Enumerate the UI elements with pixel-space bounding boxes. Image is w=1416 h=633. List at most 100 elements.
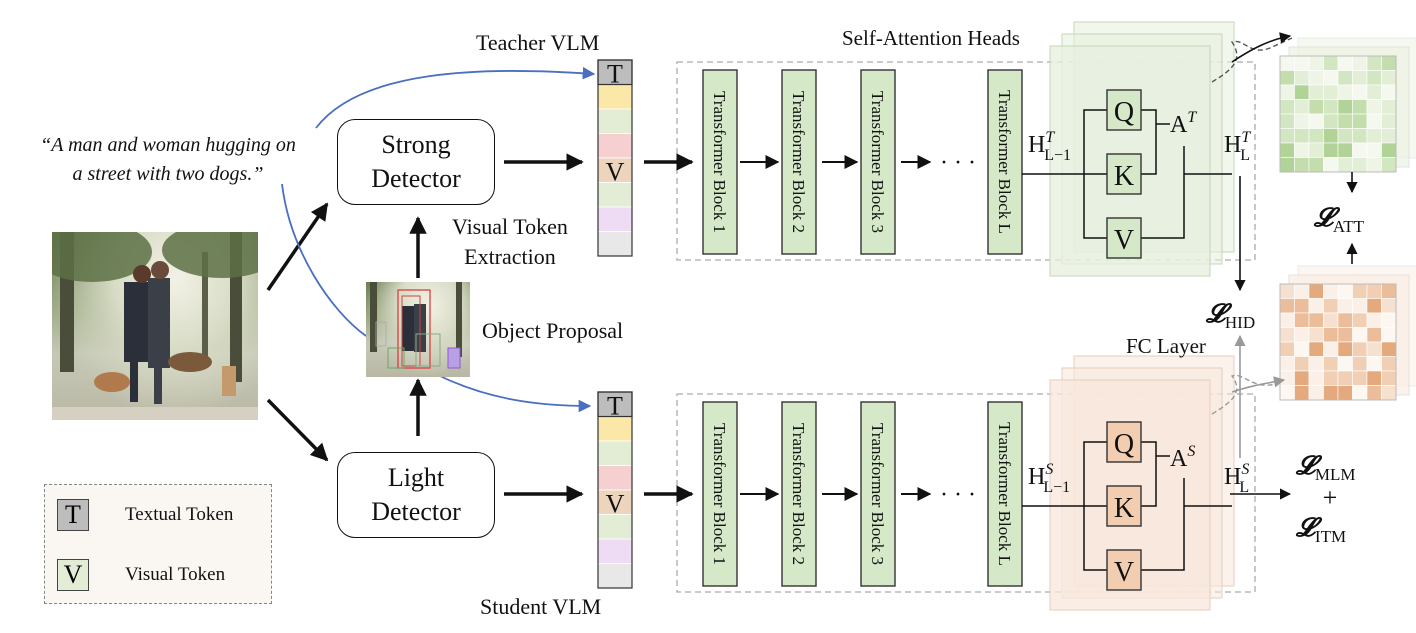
object-proposal-label: Object Proposal — [482, 318, 624, 343]
student-a: AS — [1170, 443, 1195, 472]
loss-att: 𝓛ATT — [1313, 203, 1365, 236]
student-token-cell-1 — [597, 416, 633, 442]
student-attention-heatmap — [1279, 265, 1416, 401]
teacher-ellipsis: · · · — [940, 150, 976, 176]
teacher-v-box — [1106, 217, 1142, 259]
student-visual-token-letter: V — [606, 490, 625, 519]
arrow-image-to-strong — [266, 202, 329, 291]
teacher-q-box — [1106, 89, 1142, 131]
teacher-text-token-letter: T — [607, 60, 623, 89]
vte-line-2: Extraction — [464, 244, 556, 269]
image-caption: “A man and woman hugging on a street wit… — [20, 131, 316, 189]
fc-layer-label: FC Layer — [1126, 334, 1206, 358]
student-v-box — [1106, 549, 1142, 591]
caption-to-teacher-text-arrow — [315, 66, 596, 129]
teacher-k-box — [1106, 153, 1142, 195]
student-text-token-letter: T — [607, 392, 623, 421]
teacher-visual-token-letter: V — [606, 158, 625, 187]
student-transformer-blocks: Transformer Block 1 Transformer Block 2 Tr… — [702, 401, 1023, 587]
student-heatmap-grid — [1279, 283, 1397, 401]
teacher-heatmap-grid — [1279, 55, 1397, 173]
teacher-k-letter: K — [1114, 161, 1134, 192]
teacher-block-2 — [781, 69, 817, 255]
teacher-attention-heatmap — [1279, 37, 1416, 173]
teacher-token-cell-7 — [597, 231, 633, 257]
student-q-box — [1106, 421, 1142, 463]
loss-mlm: 𝓛MLM — [1295, 451, 1356, 484]
flow-arrows — [266, 153, 1358, 503]
student-block-3 — [860, 401, 896, 587]
light-detector-line1: Light — [387, 463, 445, 492]
self-attention-heads-label: Self-Attention Heads — [842, 26, 1020, 50]
caption-line-2: a street with two dogs.” — [72, 163, 264, 185]
student-v-letter: V — [1114, 557, 1134, 588]
arrow-image-to-light — [266, 398, 329, 462]
teacher-token-cell-3 — [597, 133, 633, 159]
teacher-qkv: QKV — [1022, 89, 1232, 259]
teacher-block-label-3: Transformer Block 3 — [868, 91, 887, 233]
caption-line-1: “A man and woman hugging on — [40, 134, 296, 156]
strong-detector-line2: Detector — [371, 164, 461, 193]
legend: T Textual Token V Visual Token — [44, 484, 272, 604]
teacher-token-cell-1 — [597, 84, 633, 110]
input-image — [52, 232, 258, 420]
student-block-1 — [702, 401, 738, 587]
teacher-q-letter: Q — [1114, 97, 1134, 128]
teacher-token-cell-5 — [597, 182, 633, 208]
student-block-label-1: Transformer Block 1 — [710, 423, 729, 565]
teacher-block-label-4: Transformer Block L — [995, 90, 1014, 234]
student-token-cell-7 — [597, 563, 633, 589]
student-token-cell-6 — [597, 538, 633, 564]
student-ellipsis: · · · — [940, 482, 976, 508]
teacher-a: AT — [1170, 109, 1197, 138]
legend-textual-swatch: T — [57, 499, 89, 531]
legend-visual-label: Visual Token — [125, 564, 226, 585]
loss-plus: + — [1323, 483, 1338, 512]
student-q-letter: Q — [1114, 429, 1134, 460]
visual-token-extraction-label: Visual Token Extraction — [452, 212, 568, 272]
student-qkv: Q K V — [1022, 421, 1232, 591]
teacher-block-3 — [860, 69, 896, 255]
loss-hid: 𝓛HID — [1205, 299, 1255, 332]
student-token-column: TV — [597, 391, 633, 589]
teacher-head-to-heatmap-arrow — [1211, 37, 1293, 83]
student-attention-panels — [1049, 355, 1235, 611]
student-block-label-2: Transformer Block 2 — [789, 423, 808, 565]
teacher-block-1 — [702, 69, 738, 255]
input-image-illustration — [52, 232, 258, 420]
teacher-block-label-1: Transformer Block 1 — [710, 91, 729, 233]
student-token-cell-2 — [597, 440, 633, 466]
proposal-to-student-text-arrow — [439, 375, 592, 413]
student-block-label-3: Transformer Block 3 — [868, 423, 887, 565]
teacher-transformer-blocks: Transformer Block 1 Transformer Block 2 Tr… — [702, 69, 1023, 255]
light-detector-line2: Detector — [371, 497, 461, 526]
teacher-token-column: TV — [597, 59, 633, 257]
vte-line-1: Visual Token — [452, 214, 568, 239]
teacher-token-cell-6 — [597, 206, 633, 232]
teacher-block-label-2: Transformer Block 2 — [789, 91, 808, 233]
legend-visual-swatch: V — [57, 559, 89, 591]
legend-textual-label: Textual Token — [125, 504, 234, 525]
teacher-block-4 — [987, 69, 1023, 255]
strong-detector-line1: Strong — [381, 130, 451, 159]
student-block-2 — [781, 401, 817, 587]
teacher-vlm-label: Teacher VLM — [476, 30, 600, 55]
teacher-token-cell-2 — [597, 108, 633, 134]
student-block-4 — [987, 401, 1023, 587]
student-k-box — [1106, 485, 1142, 527]
caption-to-proposal-line — [281, 183, 367, 337]
object-proposal-image — [366, 282, 470, 377]
student-token-cell-5 — [597, 514, 633, 540]
loss-itm: 𝓛ITM — [1295, 513, 1346, 546]
student-vlm-label: Student VLM — [480, 594, 602, 619]
proposal-illustration — [370, 282, 462, 369]
student-k-letter: K — [1114, 493, 1134, 524]
